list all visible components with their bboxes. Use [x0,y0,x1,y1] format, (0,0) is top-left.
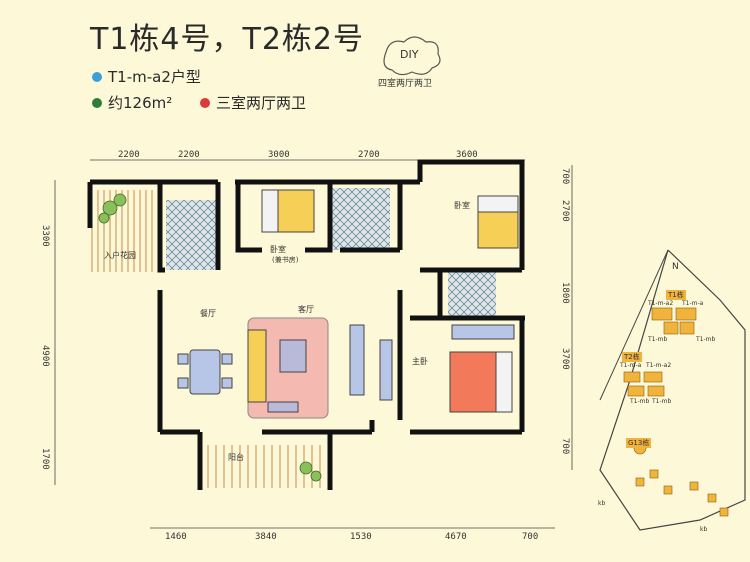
site-g13: G13栋 [626,438,652,448]
north-icon: N [672,262,679,272]
coffee-table [279,339,307,373]
room-dining: 餐厅 [200,309,216,318]
plants [98,193,322,482]
room-garden: 入户花园 [104,251,136,260]
room-master: 主卧 [412,357,428,366]
site-kb-1: kb [598,500,606,507]
site-t1-label-1: T1-m-a2 [648,300,674,307]
dim-top-5: 3600 [456,150,478,160]
site-t2-label-3: T1-mb [630,398,650,405]
diy-caption: 四室两厅两卫 [378,79,433,89]
site-t2-label-1: T1-m-a [620,362,642,369]
tv-cabinet [349,324,365,396]
dim-left-2: 4900 [40,345,50,367]
master-bath-tiles [448,270,496,318]
diy-cloud [383,36,441,76]
dim-bottom-5: 700 [522,532,539,542]
site-t1-label-3: T1-mb [648,336,668,343]
dim-bottom-4: 4670 [445,532,467,542]
dim-top-1: 2200 [118,150,140,160]
layout-tag: 三室两厅两卫 [200,92,306,113]
room-bed-study-note: (兼书房) [272,256,299,264]
site-t2: T2栋 [622,352,642,362]
site-t2-label-2: T1-m-a2 [646,362,672,369]
dim-bottom-2: 3840 [255,532,277,542]
dim-top-4: 2700 [358,150,380,160]
dim-right-2: 2700 [560,200,570,222]
site-t1-label-2: T1-m-a [682,300,704,307]
master-wardrobe [451,324,515,340]
layout: 三室两厅两卫 [216,94,307,112]
room-living: 客厅 [298,305,314,314]
dim-bottom-1: 1460 [165,532,187,542]
site-t1: T1栋 [666,290,686,300]
sofa [247,329,267,403]
dim-right-1: 700 [560,168,570,185]
wardrobe [379,339,393,401]
bathroom-tiles [330,188,390,250]
red-dot-icon [200,97,210,108]
site-kb-2: kb [700,526,708,533]
dim-top-3: 3000 [268,150,290,160]
dim-left-3: 1700 [40,448,50,470]
dim-bottom-3: 1530 [350,532,372,542]
site-t2-label-4: T1-mb [652,398,672,405]
room-bed2: 卧室 [454,201,470,210]
area-tag: 约126m² [92,92,172,113]
diy-badge: DIY [400,48,419,61]
unit-type-tag: T1-m-a2户型 [92,66,201,87]
dim-top-2: 2200 [178,150,200,160]
room-balcony: 阳台 [228,453,244,462]
walls [87,159,525,490]
dining-table [189,349,221,395]
site-t1-label-4: T1-mb [696,336,716,343]
dim-right-5: 700 [560,438,570,455]
green-dot-icon [92,97,102,108]
balcony-hatch [199,445,321,488]
unit-type: T1-m-a2户型 [108,68,201,86]
page-title: T1栋4号，T2栋2号 [90,22,364,57]
dim-right-3: 1800 [560,282,570,304]
dim-right-4: 3700 [560,348,570,370]
room-bed-study: 卧室 [270,245,286,254]
blue-dot-icon [92,71,102,82]
area: 约126m² [108,94,173,112]
kitchen-tiles [166,200,218,270]
site-map [599,249,746,531]
dim-left-1: 3300 [40,225,50,247]
